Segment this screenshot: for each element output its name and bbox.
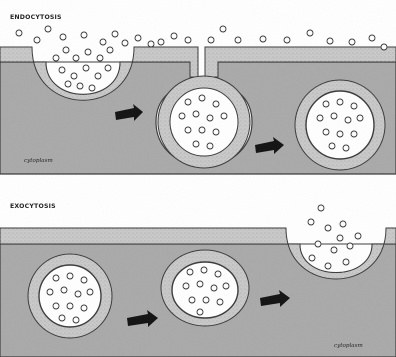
cell-transport-figure: ENDOCYTOSIS (0, 0, 396, 357)
grain-overlay (0, 0, 396, 357)
diagram-canvas: ENDOCYTOSIS (0, 0, 396, 357)
